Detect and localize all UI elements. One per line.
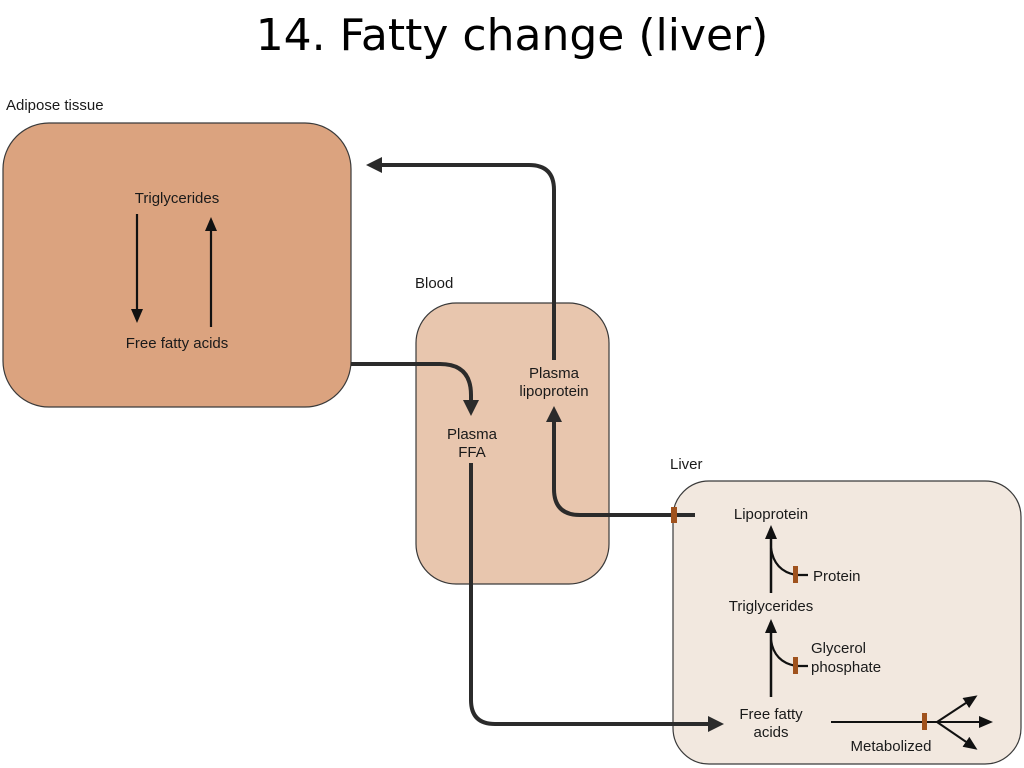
plasma-ffa-to-liver-arrow [469,463,724,732]
liver-metabolized-label: Metabolized [851,738,932,755]
liver-box [672,480,1022,765]
adipose-to-plasma-ffa-arrow [351,362,479,416]
liver-protein-label: Protein [813,568,861,585]
adipose-ffa-label: Free fatty acids [126,335,229,352]
liver-glycerol-label-line1: Glycerol [811,640,866,657]
plasma-lipoprotein-label-line1: Plasma [529,365,580,382]
liver-ffa-label-line1: Free fatty [739,706,803,723]
plasma-ffa-label-line2: FFA [458,444,486,461]
liver-triglycerides-label: Triglycerides [729,598,813,615]
glycerol-block-marker [793,657,798,674]
slide-title: 14. Fatty change (liver) [255,10,769,61]
adipose-tissue-box [2,122,352,408]
protein-block-marker [793,566,798,583]
blood-box [415,302,610,585]
plasma-ffa-label-line1: Plasma [447,426,498,443]
blood-label: Blood [415,275,453,292]
adipose-tissue-label: Adipose tissue [6,97,104,114]
liver-lipoprotein-label: Lipoprotein [734,506,808,523]
liver-lipoprotein-secretion-arrow [546,406,695,517]
liver-ffa-label-line2: acids [753,724,788,741]
liver-label: Liver [670,456,703,473]
plasma-lipoprotein-label-line2: lipoprotein [519,383,588,400]
metabolized-arrow-down [936,721,978,750]
adipose-triglycerides-label: Triglycerides [135,190,219,207]
metabolized-arrow-up [936,695,978,723]
liver-glycerol-label-line2: phosphate [811,659,881,676]
secretion-block-marker [671,507,677,523]
metabolism-block-marker [922,713,927,730]
plasma-lipoprotein-to-adipose-arrow [366,157,556,360]
